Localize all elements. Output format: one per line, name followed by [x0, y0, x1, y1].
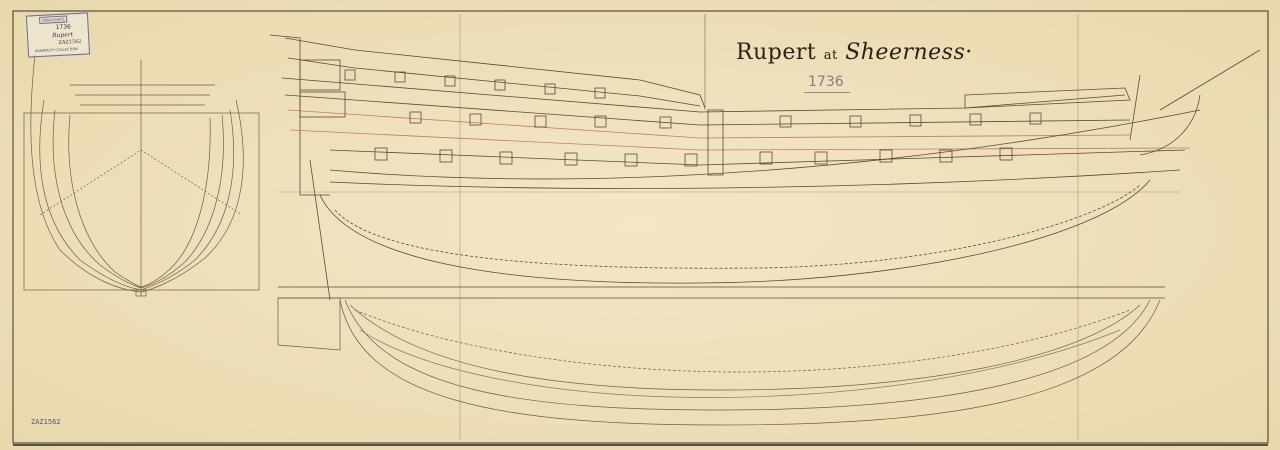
drawing-date: 1736 — [804, 74, 850, 93]
title-place: Sheerness — [845, 40, 966, 65]
stamp-code: ZAZ1562 — [58, 38, 82, 46]
sheet-border — [12, 10, 1269, 444]
stamp-year: 1736 — [55, 23, 72, 32]
stamp-footer: ADMIRALTY COLLECTION — [34, 46, 78, 54]
drawing-title: Rupert at Sheerness· — [736, 40, 973, 65]
title-at: at — [823, 48, 838, 63]
body-plan — [23, 54, 260, 297]
sheer-plan — [269, 14, 1261, 440]
stamp-ship: Rupert — [51, 31, 74, 40]
archive-stamp: DRAUGHTS 1736 Rupert ZAZ1562 ADMIRALTY C… — [25, 12, 91, 58]
half-breadth-plan — [277, 297, 1161, 426]
title-ship-name: Rupert — [736, 40, 817, 65]
reference-number: ZAZ1562 — [31, 418, 61, 426]
